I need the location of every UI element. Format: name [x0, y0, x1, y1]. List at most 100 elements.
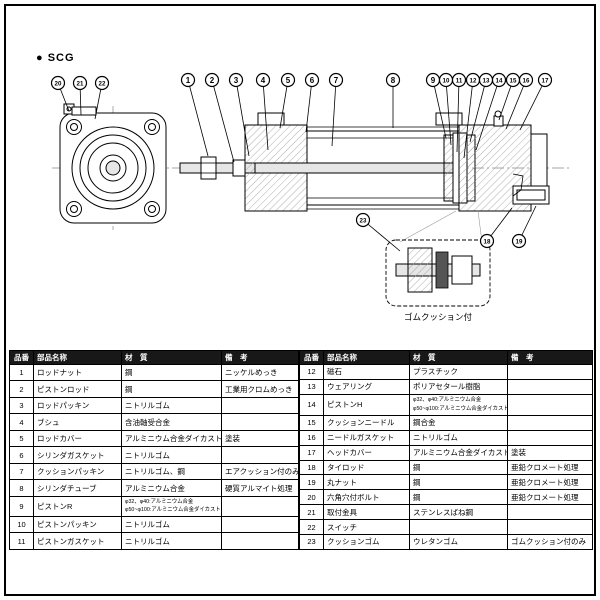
part-material: 鋼 — [409, 459, 508, 476]
part-remarks — [507, 504, 593, 521]
callout-11: 11 — [451, 72, 467, 153]
callout-10: 10 — [438, 72, 454, 146]
part-name: シリンダガスケット — [33, 446, 122, 464]
part-material-line: φ50~φ100:アルミニウム合金ダイカスト — [413, 405, 508, 412]
port-left — [257, 112, 285, 126]
part-remarks — [507, 429, 593, 446]
part-no: 21 — [299, 504, 324, 521]
callout-number: 12 — [470, 77, 477, 84]
part-no: 5 — [9, 429, 34, 448]
part-remarks — [507, 378, 593, 395]
callout-number: 2 — [210, 76, 215, 85]
callout-number: 22 — [99, 80, 106, 87]
piston-r — [443, 134, 454, 202]
part-material: ニトリルゴム — [409, 429, 508, 446]
part-no: 6 — [9, 446, 34, 464]
callout-number: 23 — [360, 217, 367, 224]
part-no: 19 — [299, 474, 324, 491]
part-no: 23 — [299, 533, 324, 551]
part-name: ピストンガスケット — [33, 532, 122, 550]
callout-23: 23 — [355, 212, 401, 252]
part-name: ロッドパッキン — [33, 396, 122, 415]
part-name: ピストンロッド — [33, 380, 122, 398]
callout-number: 7 — [334, 76, 339, 85]
part-remarks — [507, 393, 593, 416]
table-header-row: 品番 部品名称 材 質 備 考 — [9, 350, 299, 365]
part-material: プラスチック — [409, 364, 508, 380]
callout-3: 3 — [228, 72, 250, 157]
callout-number: 18 — [484, 238, 491, 245]
cushion-needle — [493, 115, 504, 127]
front-view — [59, 103, 167, 224]
header-remarks: 備 考 — [507, 350, 593, 365]
part-name: 取付金具 — [323, 504, 410, 521]
part-name: ブシュ — [33, 413, 122, 431]
part-no: 22 — [299, 519, 324, 535]
part-remarks — [507, 364, 593, 380]
part-material: 含油軸受合金 — [121, 413, 222, 431]
part-name: シリンダチューブ — [33, 479, 122, 497]
part-name: ロッドカバー — [33, 429, 122, 448]
callout-number: 4 — [261, 76, 266, 85]
part-name: 丸ナット — [323, 474, 410, 491]
callout-number: 9 — [431, 76, 436, 85]
header-part-name: 部品名称 — [323, 350, 410, 365]
part-name: ピストンH — [323, 393, 410, 416]
part-name: ピストンパッキン — [33, 515, 122, 534]
part-no: 12 — [299, 364, 324, 380]
part-no: 3 — [9, 396, 34, 415]
callout-number: 13 — [483, 77, 490, 84]
part-no: 17 — [299, 444, 324, 461]
part-no: 16 — [299, 429, 324, 446]
callout-number: 20 — [55, 80, 62, 87]
callout-1: 1 — [180, 72, 209, 157]
callout-number: 11 — [456, 77, 463, 84]
part-remarks: ニッケルめっき — [221, 363, 299, 382]
part-name: ウェアリング — [323, 378, 410, 395]
part-remarks: 亜鉛クロメート処理 — [507, 459, 593, 476]
part-material — [409, 519, 508, 535]
series-label: ● SCG — [36, 52, 75, 64]
callout-22: 22 — [94, 75, 110, 120]
callout-7: 7 — [328, 72, 344, 147]
part-material: ニトリルゴム — [121, 396, 222, 415]
callout-number: 17 — [542, 77, 549, 84]
part-material: ニトリルゴム — [121, 532, 222, 550]
part-material-line: φ50~φ100:アルミニウム合金ダイカスト — [125, 507, 221, 514]
part-material: ニトリルゴム、鋼 — [121, 462, 222, 481]
detail-view: ゴムクッション付 — [385, 210, 491, 322]
part-material: ポリアセタール樹脂 — [409, 378, 508, 395]
part-remarks — [221, 396, 299, 415]
callout-8: 8 — [385, 72, 401, 128]
callout-16: 16 — [505, 72, 534, 130]
page-frame: ● SCG — [4, 4, 596, 596]
callout-number: 14 — [496, 77, 503, 84]
mount-bracket — [71, 106, 97, 116]
callout-9: 9 — [425, 72, 447, 139]
callout-12: 12 — [463, 72, 481, 159]
callout-17: 17 — [519, 72, 553, 131]
part-material: ステンレスばね鋼 — [409, 504, 508, 521]
part-material: アルミニウム合金 — [121, 479, 222, 497]
callout-2: 2 — [204, 72, 235, 163]
header-part-no: 品番 — [9, 350, 34, 365]
part-remarks: 工業用クロムめっき — [221, 380, 299, 398]
part-name: クッションゴム — [323, 533, 410, 551]
part-name: クッションニードル — [323, 414, 410, 431]
callout-number: 5 — [286, 76, 291, 85]
